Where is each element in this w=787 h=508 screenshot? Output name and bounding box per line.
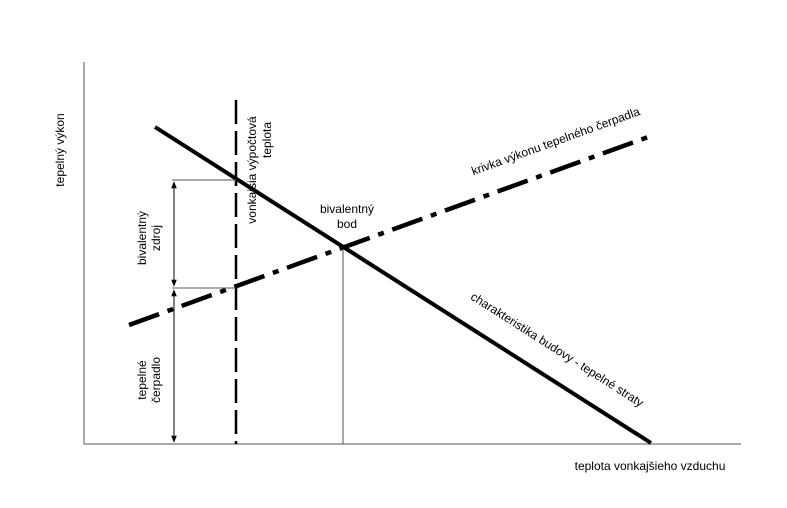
heat-pump-label-line2: čerpadlo <box>149 357 163 403</box>
heat-pump-curve <box>128 133 652 328</box>
building-curve-label: charakteristika budovy - tepelné straty <box>468 289 646 409</box>
heat-pump-curve-label: krivka výkonu tepelného čerpadla <box>470 104 643 178</box>
bivalent-point-label-line2: bod <box>337 217 357 231</box>
design-temp-label-line2: teplota <box>260 122 274 158</box>
building-heat-loss-line <box>153 125 653 445</box>
bivalent-point-label-line1: bivalentný <box>320 202 374 216</box>
x-axis-label: teplota vonkajšieho vzduchu <box>575 459 726 473</box>
bivalent-source-label-line2: zdroj <box>149 225 163 251</box>
heat-pump-label-line1: tepelné <box>135 360 149 400</box>
y-axis-label: tepelný výkon <box>53 113 67 186</box>
design-temp-label-line1: vonkajšia výpočtová <box>245 116 259 224</box>
bivalent-source-label-line1: bivalentný <box>135 211 149 265</box>
